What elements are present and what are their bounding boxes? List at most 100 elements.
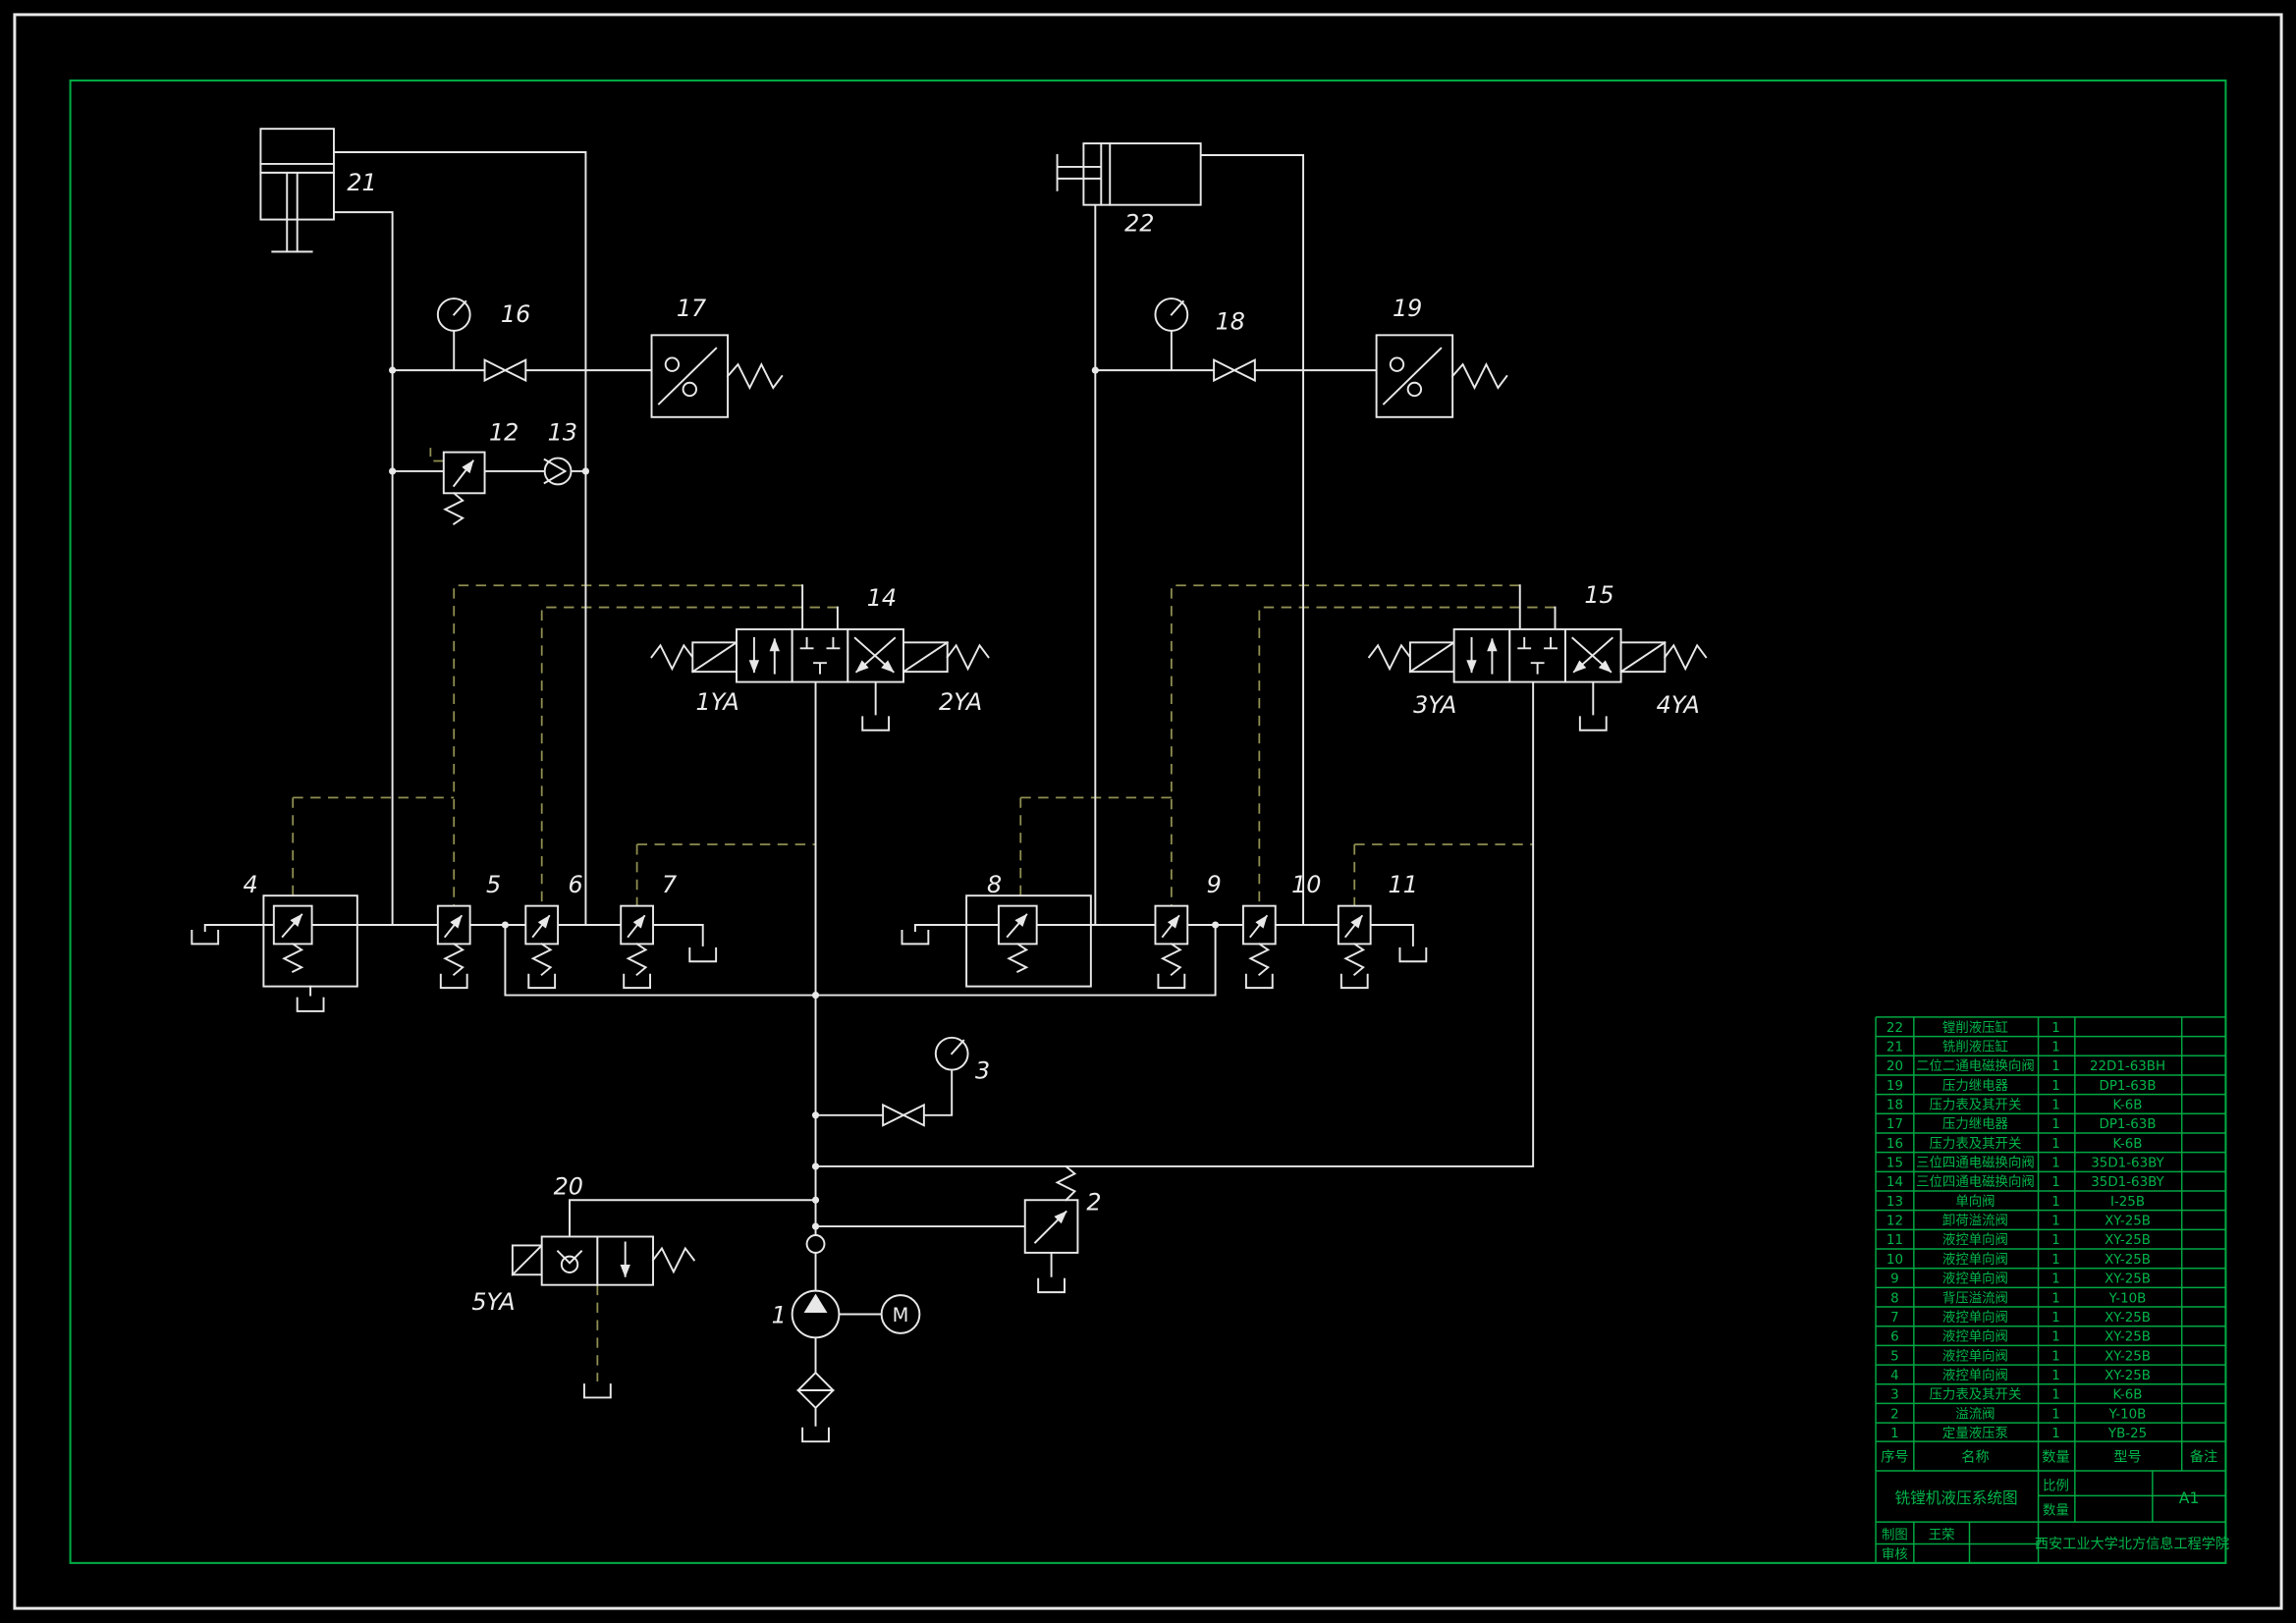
parts-row-8: 8 背压溢流阀 1 Y-10B: [1890, 1290, 2146, 1306]
part-qty: 1: [2051, 1059, 2060, 1074]
tank-symbols: [191, 716, 1608, 1443]
part-no: 13: [1886, 1195, 1903, 1210]
parts-row-3: 3 压力表及其开关 1 K-6B: [1890, 1387, 2142, 1403]
part-model: 22D1-63BH: [2090, 1059, 2165, 1074]
part-no: 11: [1886, 1233, 1903, 1248]
part-qty: 1: [2051, 1195, 2060, 1210]
part-name: 液控单向阀: [1942, 1329, 2008, 1345]
part-no: 7: [1890, 1311, 1899, 1325]
part-no: 5: [1890, 1349, 1899, 1364]
parts-table: 22 镗削液压缸 1 21 铣削液压缸 1 20 二位二通电磁换向阀 1 22D…: [1886, 1019, 2165, 1441]
header-name: 名称: [1961, 1449, 1989, 1465]
part-qty: 1: [2051, 1388, 2060, 1403]
pilot-valve-9: [1154, 904, 1189, 977]
label-11: 11: [1389, 871, 1418, 898]
label-7: 7: [662, 871, 677, 898]
part-name: 定量液压泵: [1942, 1426, 2008, 1441]
part-name: 液控单向阀: [1942, 1232, 2008, 1248]
parts-row-9: 9 液控单向阀 1 XY-25B: [1890, 1271, 2151, 1287]
label-12: 12: [489, 419, 519, 447]
parts-row-4: 4 液控单向阀 1 XY-25B: [1890, 1368, 2151, 1383]
part-name: 单向阀: [1955, 1194, 1995, 1210]
parts-row-14: 14 三位四通电磁换向阀 1 35D1-63BY: [1886, 1174, 2165, 1190]
part-model: I-25B: [2110, 1195, 2145, 1210]
part-name: 液控单向阀: [1942, 1368, 2008, 1383]
part-no: 1: [1890, 1427, 1899, 1441]
pressure-relay-19: [1375, 334, 1508, 418]
gauge-valve-16: [483, 358, 527, 383]
part-no: 19: [1886, 1079, 1903, 1094]
directional-valve-14: [650, 627, 990, 683]
part-no: 6: [1890, 1330, 1899, 1345]
parts-row-19: 19 压力继电器 1 DP1-63B: [1886, 1078, 2157, 1094]
part-no: 20: [1886, 1059, 1903, 1074]
part-no: 3: [1890, 1388, 1899, 1403]
part-qty: 1: [2051, 1099, 2060, 1113]
part-name: 镗削液压缸: [1942, 1019, 2008, 1036]
part-qty: 1: [2051, 1369, 2060, 1383]
part-model: YB-25: [2107, 1427, 2147, 1441]
parts-row-12: 12 卸荷溢流阀 1 XY-25B: [1886, 1214, 2151, 1229]
scale-label: 比例: [2043, 1478, 2069, 1493]
part-qty: 1: [2051, 1272, 2060, 1287]
part-model: XY-25B: [2105, 1233, 2151, 1248]
part-name: 卸荷溢流阀: [1942, 1214, 2008, 1229]
parts-row-18: 18 压力表及其开关 1 K-6B: [1886, 1098, 2143, 1113]
label-1ya: 1YA: [696, 688, 739, 716]
drawing-frame: [13, 13, 2283, 1610]
label-16: 16: [501, 300, 530, 328]
label-1: 1: [772, 1301, 787, 1328]
part-model: XY-25B: [2105, 1311, 2151, 1325]
header-no: 序号: [1881, 1449, 1908, 1465]
part-model: Y-10B: [2108, 1291, 2147, 1306]
drawing-title: 铣镗机液压系统图: [1894, 1488, 2017, 1507]
parts-row-17: 17 压力继电器 1 DP1-63B: [1886, 1116, 2157, 1132]
part-name: 三位四通电磁换向阀: [1916, 1174, 2035, 1190]
parts-row-13: 13 单向阀 1 I-25B: [1886, 1194, 2145, 1210]
parts-row-21: 21 铣削液压缸 1: [1886, 1039, 2060, 1055]
school-name: 西安工业大学北方信息工程学院: [2035, 1536, 2229, 1552]
parts-row-2: 2 溢流阀 1 Y-10B: [1890, 1406, 2146, 1422]
part-qty: 1: [2051, 1215, 2060, 1229]
header-model: 型号: [2113, 1449, 2141, 1465]
motor-label: M: [893, 1304, 909, 1326]
part-model: XY-25B: [2105, 1349, 2151, 1364]
parts-row-11: 11 液控单向阀 1 XY-25B: [1886, 1232, 2151, 1248]
part-model: DP1-63B: [2100, 1079, 2157, 1094]
pilot-valve-6: [524, 904, 560, 977]
check-valve-13: [543, 457, 573, 486]
pilot-valve-5: [436, 904, 471, 977]
suction-filter: [796, 1371, 835, 1410]
cylinder-22-boring: [1056, 142, 1202, 206]
parts-row-22: 22 镗削液压缸 1: [1886, 1019, 2060, 1036]
parts-table-header: 序号 名称 数量 型号 备注: [1881, 1448, 2217, 1465]
label-20: 20: [554, 1172, 583, 1200]
parts-row-5: 5 液控单向阀 1 XY-25B: [1890, 1348, 2151, 1364]
part-name: 铣削液压缸: [1942, 1039, 2008, 1055]
part-name: 三位四通电磁换向阀: [1916, 1156, 2035, 1171]
junction-dots: [389, 366, 1220, 1230]
header-qty: 数量: [2042, 1449, 2069, 1465]
part-name: 液控单向阀: [1942, 1348, 2008, 1364]
titleblock-grid: [1875, 1016, 2227, 1564]
part-no: 2: [1890, 1407, 1899, 1422]
label-4: 4: [244, 871, 258, 898]
drawn-by: 王荣: [1929, 1527, 1955, 1542]
part-qty: 1: [2051, 1330, 2060, 1345]
part-name: 液控单向阀: [1942, 1271, 2008, 1287]
pilot-valve-4: [262, 894, 358, 988]
part-model: XY-25B: [2105, 1330, 2151, 1345]
part-model: K-6B: [2113, 1137, 2143, 1152]
part-qty: 1: [2051, 1233, 2060, 1248]
part-no: 22: [1886, 1021, 1903, 1036]
part-no: 8: [1890, 1291, 1899, 1306]
part-name: 二位二通电磁换向阀: [1916, 1058, 2035, 1074]
parts-row-7: 7 液控单向阀 1 XY-25B: [1890, 1310, 2151, 1325]
pressure-relay-17: [650, 334, 784, 418]
checked-label: 审核: [1882, 1546, 1908, 1562]
part-no: 10: [1886, 1253, 1903, 1268]
part-model: K-6B: [2113, 1099, 2143, 1113]
part-model: Y-10B: [2108, 1407, 2147, 1422]
